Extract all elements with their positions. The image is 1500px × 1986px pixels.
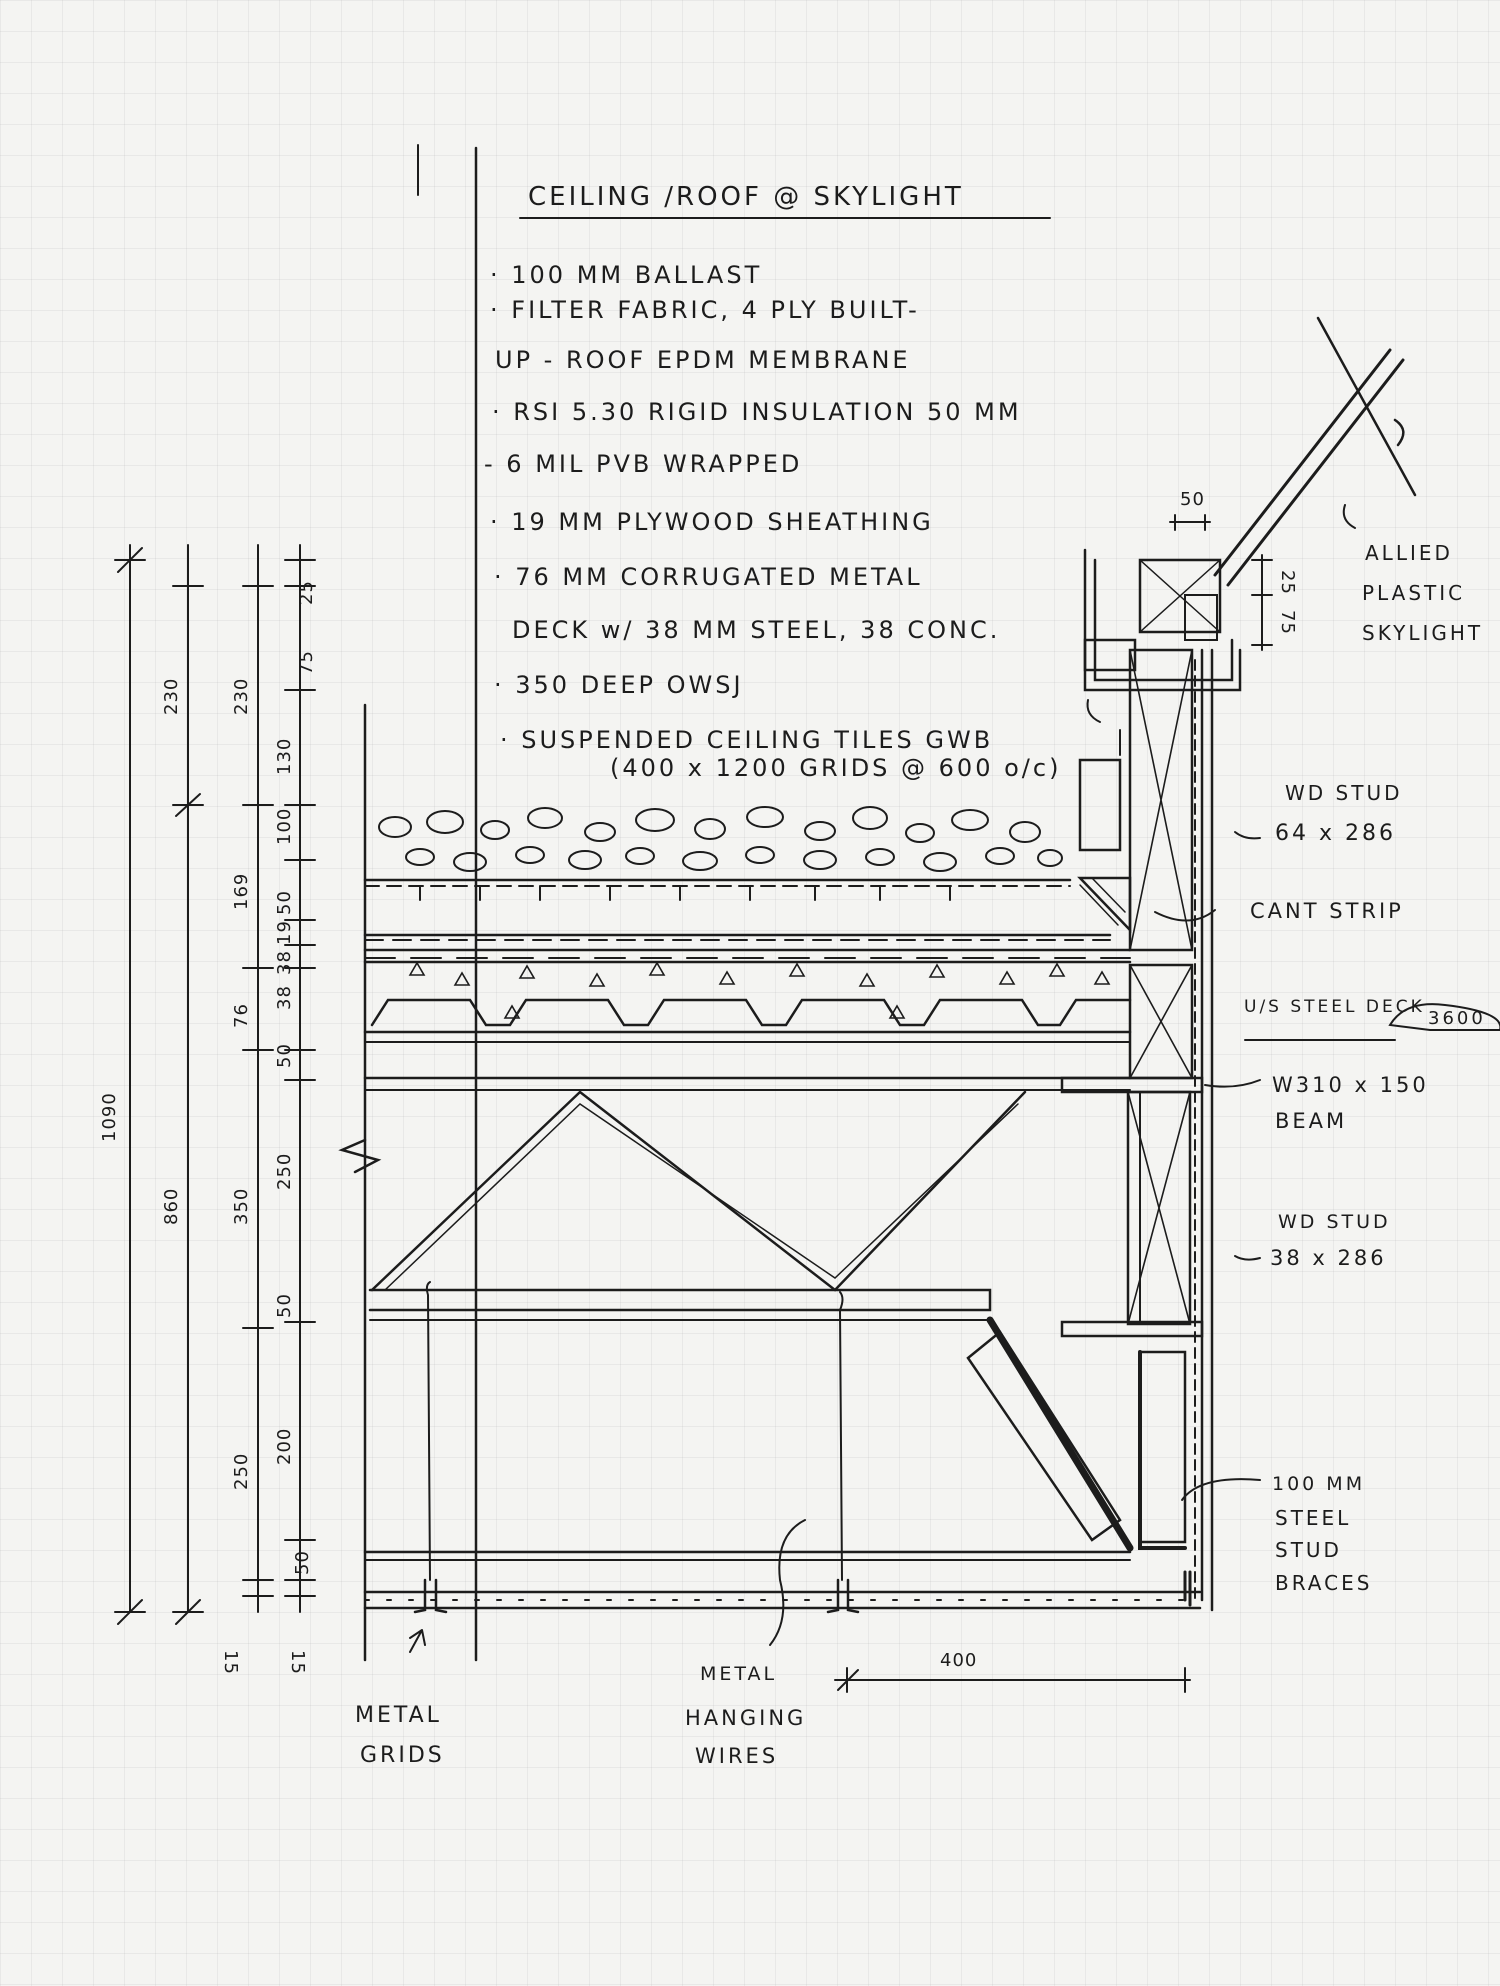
skylight-label: PLASTIC (1362, 581, 1465, 605)
dim-label: 230 (231, 678, 252, 715)
callout-leaders (409, 504, 1500, 1653)
dim-label: 15 (220, 1650, 241, 1675)
dim-label: 400 (940, 1650, 977, 1671)
dim-label: 76 (231, 1003, 252, 1028)
metal-grids-label: METAL (355, 1703, 442, 1728)
parapet-wall-assembly (966, 548, 1242, 1612)
dim-label: 75 (296, 650, 317, 675)
wd-stud-upper-label: WD STUD (1285, 781, 1402, 805)
dim-label: 130 (274, 738, 295, 775)
dim-label: 50 (274, 1293, 295, 1318)
wd-stud-upper-size: 64 x 286 (1275, 821, 1396, 846)
dim-label: 15 (287, 1650, 308, 1675)
dim-label: 860 (161, 1188, 182, 1225)
wd-stud-lower-size: 38 x 286 (1270, 1246, 1387, 1270)
dim-label: 25 (1277, 570, 1298, 595)
spec-note: UP - ROOF EPDM MEMBRANE (495, 346, 911, 374)
cant-strip-label: CANT STRIP (1250, 899, 1404, 923)
spec-note: · 76 MM CORRUGATED METAL (494, 563, 923, 591)
skylight-label: SKYLIGHT (1362, 621, 1483, 645)
hanging-wires-label: WIRES (695, 1744, 778, 1768)
spec-note: - 6 MIL PVB WRAPPED (484, 450, 802, 478)
steel-stud-label: STEEL (1275, 1506, 1351, 1530)
dim-label: 75 (1277, 610, 1298, 635)
dim-label: 50 (274, 890, 295, 915)
hanging-wires-label: HANGING (685, 1706, 806, 1730)
spec-notes: · 100 MM BALLAST · FILTER FABRIC, 4 PLY … (484, 261, 1061, 782)
dim-label: 250 (274, 1153, 295, 1190)
skylight-label: ALLIED (1365, 541, 1453, 565)
dim-label: 169 (231, 873, 252, 910)
dim-label: 50 (1180, 489, 1205, 510)
dim-label: 230 (161, 678, 182, 715)
dim-label: 350 (231, 1188, 252, 1225)
hanging-wires-label: METAL (700, 1663, 777, 1685)
steel-deck-label: U/S STEEL DECK (1244, 997, 1425, 1017)
dim-label: 100 (274, 808, 295, 845)
dim-overall: 1090 (99, 1092, 120, 1142)
wd-stud-lower-label: WD STUD (1278, 1211, 1391, 1233)
spec-note: (400 x 1200 GRIDS @ 600 o/c) (610, 754, 1061, 782)
dim-label: 50 (274, 1043, 295, 1068)
beam-label: W310 x 150 (1272, 1073, 1429, 1097)
break-symbol (338, 1138, 382, 1174)
spec-note: · SUSPENDED CEILING TILES GWB (500, 726, 993, 754)
callout-labels: ALLIED PLASTIC SKYLIGHT WD STUD 64 x 286… (355, 541, 1486, 1768)
ballast-layer (378, 806, 1063, 872)
spec-note: · 19 MM PLYWOOD SHEATHING (490, 508, 934, 536)
steel-stud-label: 100 MM (1272, 1473, 1365, 1495)
drawing-title: CEILING /ROOF @ SKYLIGHT (528, 182, 964, 212)
dim-label: 38 (274, 950, 295, 975)
dim-label: 38 (274, 985, 295, 1010)
elevation-label: 3600 (1428, 1008, 1486, 1029)
steel-stud-label: STUD (1275, 1538, 1342, 1562)
spec-note: · 350 DEEP OWSJ (494, 671, 744, 699)
steel-stud-label: BRACES (1275, 1571, 1372, 1595)
dim-label: 19 (274, 920, 295, 945)
corrugated-metal-deck (363, 961, 1132, 1043)
dim-label: 50 (292, 1550, 313, 1575)
dimension-labels: 1090 230 860 230 169 76 350 250 15 25 75… (99, 489, 1298, 1675)
spec-note: DECK w/ 38 MM STEEL, 38 CONC. (512, 616, 1000, 644)
metal-grids-label: GRIDS (360, 1743, 445, 1768)
open-web-steel-joist (363, 1076, 1132, 1321)
spec-note: · 100 MM BALLAST (490, 261, 762, 289)
dimension-strings (114, 514, 1273, 1693)
dim-label: 25 (296, 580, 317, 605)
dim-label: 200 (274, 1428, 295, 1465)
roof-membrane-layers (363, 878, 1132, 964)
spec-note: · FILTER FABRIC, 4 PLY BUILT- (490, 296, 920, 324)
beam-label: BEAM (1275, 1109, 1347, 1133)
dim-label: 250 (231, 1453, 252, 1490)
spec-note: · RSI 5.30 RIGID INSULATION 50 MM (492, 398, 1022, 426)
skylight-glazing (1213, 316, 1417, 587)
